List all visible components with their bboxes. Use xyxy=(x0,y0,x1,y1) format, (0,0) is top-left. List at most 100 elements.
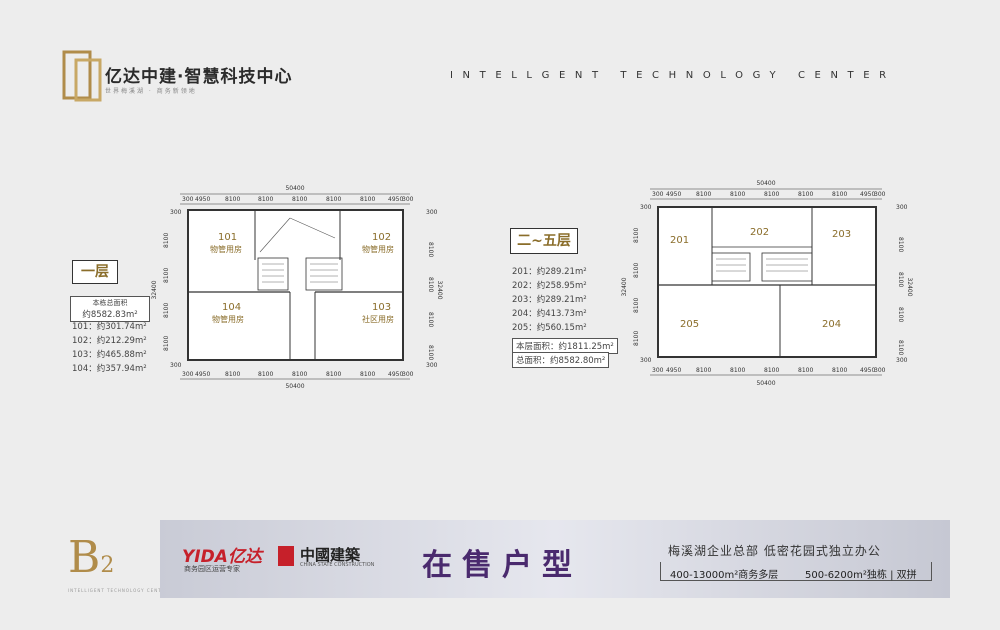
floor1-side-dims: 300 8100 8100 8100 8100 300 300 8100 810… xyxy=(163,209,443,369)
room-101-use: 物管用房 xyxy=(210,244,242,254)
brand-logo-icon xyxy=(62,50,102,102)
svg-text:8100: 8100 xyxy=(225,371,240,378)
area-103: 103：约465.88m² xyxy=(72,350,147,360)
svg-text:300: 300 xyxy=(652,367,664,374)
svg-text:8100: 8100 xyxy=(832,367,847,374)
svg-text:4950: 4950 xyxy=(666,367,681,374)
area-102: 102：约212.29m² xyxy=(72,336,147,346)
cscec-logo: 中國建築 xyxy=(300,546,361,564)
floor2-total-height: 32400 xyxy=(621,277,628,296)
logo-subtitle: 世界梅溪湖 · 商务新领地 xyxy=(105,88,197,95)
right-spec-b: 500-6200m²独栋 | 双拼 xyxy=(805,570,917,581)
svg-text:300: 300 xyxy=(402,371,414,378)
svg-text:300: 300 xyxy=(426,209,438,216)
room-103-label: 103 xyxy=(372,302,391,313)
svg-text:300: 300 xyxy=(170,362,182,369)
floor1-building-area-box: 本栋总面积 约8582.83m² xyxy=(70,296,150,322)
on-sale-title: 在售户型 xyxy=(422,548,582,583)
svg-text:8100: 8100 xyxy=(427,345,434,360)
area-205: 205：约560.15m² xyxy=(512,323,587,333)
room-202-label: 202 xyxy=(750,227,769,238)
floor2-total-width: 50400 xyxy=(756,180,775,187)
room-104-label: 104 xyxy=(222,302,241,313)
svg-text:8100: 8100 xyxy=(798,367,813,374)
svg-text:4950: 4950 xyxy=(388,371,403,378)
svg-text:8100: 8100 xyxy=(764,191,779,198)
svg-text:8100: 8100 xyxy=(633,298,640,313)
svg-text:300: 300 xyxy=(652,191,664,198)
svg-text:4950: 4950 xyxy=(195,196,210,203)
svg-text:300: 300 xyxy=(896,204,908,211)
svg-text:8100: 8100 xyxy=(163,268,170,283)
area-203: 203：约289.21m² xyxy=(512,295,587,305)
svg-text:8100: 8100 xyxy=(696,367,711,374)
svg-text:32400: 32400 xyxy=(906,277,913,296)
svg-text:8100: 8100 xyxy=(764,367,779,374)
svg-text:8100: 8100 xyxy=(633,228,640,243)
floor1-top-dims: 300 4950 8100 8100 8100 8100 8100 4950 3… xyxy=(182,196,414,203)
room-104-use: 物管用房 xyxy=(212,314,244,324)
svg-text:8100: 8100 xyxy=(163,303,170,318)
logo-title: 亿达中建·智慧科技中心 xyxy=(105,67,293,87)
floor2-plan: 50400 300 4950 8100 8100 8100 8100 8100 … xyxy=(621,180,913,387)
svg-text:300: 300 xyxy=(170,209,182,216)
room-103-use: 社区用房 xyxy=(362,314,394,324)
cscec-slogan: CHINA STATE CONSTRUCTION xyxy=(300,562,375,568)
svg-text:300: 300 xyxy=(874,367,886,374)
floor1-bottom-dims: 300 4950 8100 8100 8100 8100 8100 4950 3… xyxy=(182,371,414,378)
floor1-area-list: 101：约301.74m² 102：约212.29m² 103：约465.88m… xyxy=(72,320,147,376)
svg-text:8100: 8100 xyxy=(798,191,813,198)
area-104: 104：约357.94m² xyxy=(72,364,147,374)
floor1-plan: 50400 300 4950 8100 8100 8100 8100 8100 … xyxy=(151,185,443,390)
svg-text:8100: 8100 xyxy=(163,336,170,351)
cscec-emblem-icon xyxy=(278,546,294,566)
room-203-label: 203 xyxy=(832,229,851,240)
floor2-total-area: 总面积：约8582.80m² xyxy=(512,352,610,368)
building-area-label: 本栋总面积 xyxy=(92,299,128,307)
svg-text:300: 300 xyxy=(182,371,194,378)
svg-text:300: 300 xyxy=(426,362,438,369)
svg-text:4950: 4950 xyxy=(860,367,875,374)
right-bracket-line xyxy=(660,562,932,581)
room-204-label: 204 xyxy=(822,319,841,330)
room-102-label: 102 xyxy=(372,232,391,243)
svg-text:8100: 8100 xyxy=(292,196,307,203)
floor1-total-width-bottom: 50400 xyxy=(285,383,304,390)
svg-text:32400: 32400 xyxy=(436,280,443,299)
svg-text:8100: 8100 xyxy=(832,191,847,198)
svg-text:300: 300 xyxy=(182,196,194,203)
floor1-badge: 一层 xyxy=(72,260,118,284)
area-204: 204：约413.73m² xyxy=(512,309,587,319)
building-code-subtitle: INTELLIGENT TECHNOLOGY CENTER xyxy=(68,588,169,593)
svg-text:8100: 8100 xyxy=(730,367,745,374)
svg-text:8100: 8100 xyxy=(427,242,434,257)
floor1-total-height: 32400 xyxy=(151,280,158,299)
svg-text:8100: 8100 xyxy=(897,237,904,252)
floor2-bottom-dims: 300 4950 8100 8100 8100 8100 8100 4950 3… xyxy=(652,367,886,374)
svg-text:8100: 8100 xyxy=(360,371,375,378)
area-202: 202：约258.95m² xyxy=(512,281,587,291)
area-201: 201：约289.21m² xyxy=(512,267,587,277)
building-code: B2 xyxy=(68,532,115,583)
svg-text:8100: 8100 xyxy=(427,277,434,292)
svg-text:8100: 8100 xyxy=(326,196,341,203)
svg-text:4950: 4950 xyxy=(195,371,210,378)
floor2-side-dims: 300 8100 8100 8100 8100 300 300 8100 810… xyxy=(633,204,913,364)
svg-text:8100: 8100 xyxy=(897,307,904,322)
floor2-top-dims: 300 4950 8100 8100 8100 8100 8100 4950 3… xyxy=(652,191,886,198)
area-101: 101：约301.74m² xyxy=(72,322,147,332)
room-101-label: 101 xyxy=(218,232,237,243)
svg-text:8100: 8100 xyxy=(163,233,170,248)
room-205-label: 205 xyxy=(680,319,699,330)
svg-text:8100: 8100 xyxy=(258,196,273,203)
yida-logo: YIDA亿达 xyxy=(182,547,262,567)
svg-text:8100: 8100 xyxy=(360,196,375,203)
svg-text:8100: 8100 xyxy=(696,191,711,198)
yida-slogan: 商务园区运营专家 xyxy=(184,565,240,573)
svg-text:8100: 8100 xyxy=(897,340,904,355)
svg-text:4950: 4950 xyxy=(666,191,681,198)
svg-text:8100: 8100 xyxy=(633,263,640,278)
right-spec-a: 400-13000m²商务多层 xyxy=(670,570,779,581)
tagline: INTELLGENT TECHNOLOGY CENTER xyxy=(450,70,896,81)
svg-text:4950: 4950 xyxy=(388,196,403,203)
